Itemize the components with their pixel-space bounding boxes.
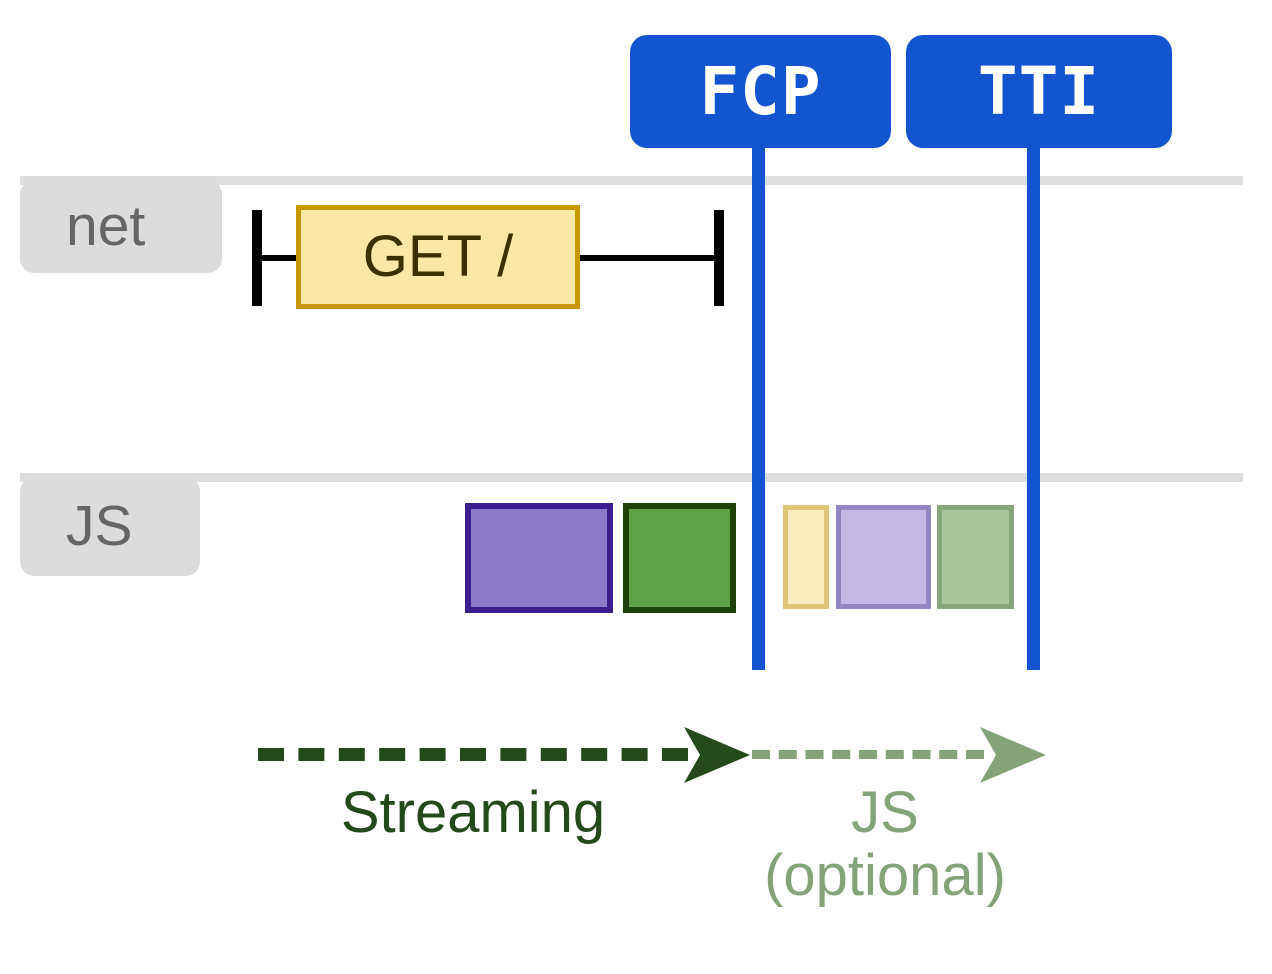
phase-label-js-optional-phase: JS(optional) bbox=[740, 780, 1030, 908]
js-task-green bbox=[623, 503, 736, 613]
row-label-net: net bbox=[20, 180, 222, 273]
milestone-label-tti: TTI bbox=[977, 52, 1101, 130]
network-row-separator bbox=[20, 176, 1243, 185]
request-end-whisker-line bbox=[575, 255, 719, 261]
js-task-purple-optional bbox=[836, 505, 931, 609]
request-start-cap bbox=[252, 210, 262, 306]
milestone-stem-fcp bbox=[752, 140, 765, 670]
row-label-js-text: JS bbox=[66, 494, 133, 558]
phase-label-line-2-js-optional-phase: (optional) bbox=[764, 842, 1006, 908]
phase-arrow-head-js-optional-phase bbox=[980, 726, 1046, 783]
js-task-green-optional bbox=[937, 505, 1014, 609]
phase-label-streaming-phase: Streaming bbox=[258, 780, 688, 845]
row-label-js: JS bbox=[20, 477, 200, 576]
js-row-separator bbox=[20, 473, 1243, 482]
milestone-label-fcp: FCP bbox=[699, 52, 822, 130]
js-task-purple bbox=[465, 503, 613, 613]
milestone-badge-tti[interactable]: TTI bbox=[906, 35, 1172, 148]
phase-arrow-head-streaming-phase bbox=[684, 726, 750, 783]
phase-arrow-line-streaming-phase bbox=[258, 748, 688, 761]
request-start-whisker-line bbox=[258, 255, 310, 261]
row-label-net-text: net bbox=[66, 194, 146, 258]
network-request-get-root: GET / bbox=[296, 205, 580, 309]
milestone-badge-fcp[interactable]: FCP bbox=[630, 35, 891, 148]
request-end-cap bbox=[714, 210, 724, 306]
network-request-label: GET / bbox=[362, 224, 514, 289]
js-task-yellow-optional bbox=[783, 505, 829, 609]
phase-label-text-streaming-phase: Streaming bbox=[340, 780, 606, 845]
phase-arrow-line-js-optional-phase bbox=[752, 750, 984, 759]
phase-label-line-1-js-optional-phase: JS bbox=[851, 780, 919, 845]
milestone-stem-tti bbox=[1027, 140, 1040, 670]
